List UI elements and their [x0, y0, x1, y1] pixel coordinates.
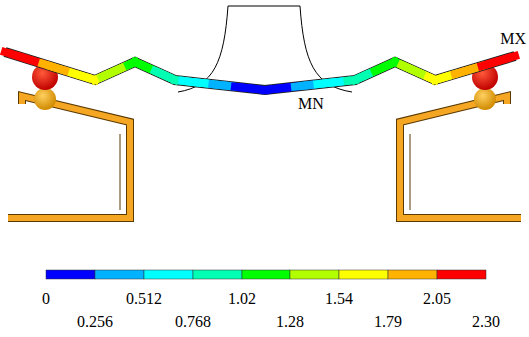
scale-value: 1.54	[325, 290, 353, 308]
scale-value: 1.79	[374, 313, 402, 331]
scale-value: 2.30	[472, 313, 500, 331]
scale-value: 0.256	[77, 313, 113, 331]
scale-value: 1.28	[276, 313, 304, 331]
strip-segment	[508, 56, 515, 58]
scale-value: 0.768	[175, 313, 211, 331]
contour-strip	[5, 52, 515, 90]
scale-value: 1.02	[228, 290, 256, 308]
color-bar	[46, 270, 486, 279]
max-marker: MX	[500, 30, 526, 48]
right-bracket	[400, 96, 521, 218]
scale-value: 2.05	[423, 290, 451, 308]
lower-ball	[34, 88, 56, 110]
scale-value: 0.512	[126, 290, 162, 308]
scale-value: 0	[42, 290, 50, 308]
strip-outline	[5, 52, 515, 90]
lower-ball	[474, 88, 496, 110]
min-marker: MN	[298, 95, 324, 113]
left-bracket	[8, 96, 130, 218]
upper-ball	[472, 64, 498, 90]
